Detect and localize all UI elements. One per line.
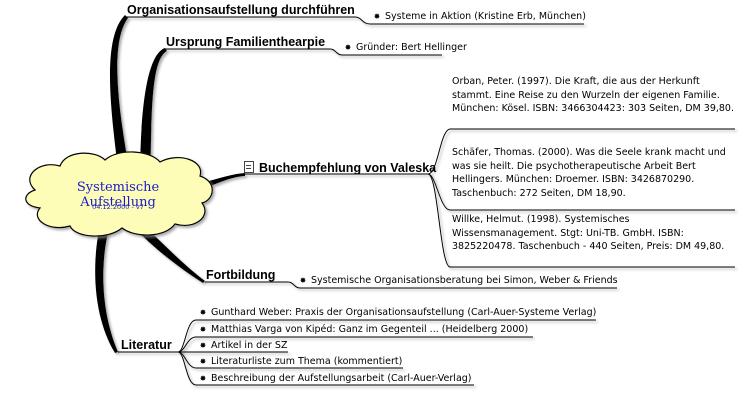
list-item[interactable]: ✸Literaturliste zum Thema (kommentiert) (199, 356, 403, 367)
bullet-icon: ✸ (199, 357, 207, 366)
bullet-icon: ✸ (199, 308, 207, 317)
list-item[interactable]: ✸Systemische Organisationsberatung bei S… (299, 275, 618, 286)
bullet-icon: ✸ (199, 341, 207, 350)
central-node-date: 04.12.2000 - v7 (92, 203, 144, 211)
branch-literatur[interactable]: Literatur (121, 338, 172, 352)
list-item[interactable]: ✸Gunthard Weber: Praxis der Organisation… (199, 307, 597, 318)
bullet-icon: ✸ (199, 374, 207, 383)
central-node-title[interactable]: Systemische Aufstellung (76, 180, 160, 210)
central-node-cloud[interactable] (25, 151, 213, 237)
list-item[interactable]: ✸Systeme in Aktion (Kristine Erb, Münche… (373, 11, 586, 22)
book-entry[interactable]: Orban, Peter. (1997). Die Kraft, die aus… (452, 76, 734, 114)
branch-fortbildung[interactable]: Fortbildung (206, 268, 276, 282)
branch-organisationsaufstellung[interactable]: Organisationsaufstellung durchführen (127, 3, 355, 17)
book-entry[interactable]: Schäfer, Thomas. (2000). Was die Seele k… (452, 147, 726, 199)
book-entry[interactable]: Willke, Helmut. (1998). Systemisches Wis… (452, 214, 725, 252)
bullet-icon: ✸ (373, 12, 381, 21)
list-item[interactable]: ✸Artikel in der SZ (199, 340, 288, 351)
list-item[interactable]: ✸Matthias Varga von Kipéd: Ganz im Gegen… (199, 324, 529, 335)
branch-lines (118, 16, 735, 386)
branch-ursprung[interactable]: Ursprung Familienthearpie (166, 35, 326, 49)
bullet-icon: ✸ (299, 276, 307, 285)
branch-buchempfehlung[interactable]: Buchempfehlung von Valeska (244, 161, 436, 175)
bullet-icon: ✸ (199, 325, 207, 334)
document-icon (244, 161, 254, 173)
bullet-icon: ✸ (344, 43, 352, 52)
list-item[interactable]: ✸Beschreibung der Aufstellungsarbeit (Ca… (199, 373, 472, 384)
list-item[interactable]: ✸Gründer: Bert Hellinger (344, 42, 467, 53)
